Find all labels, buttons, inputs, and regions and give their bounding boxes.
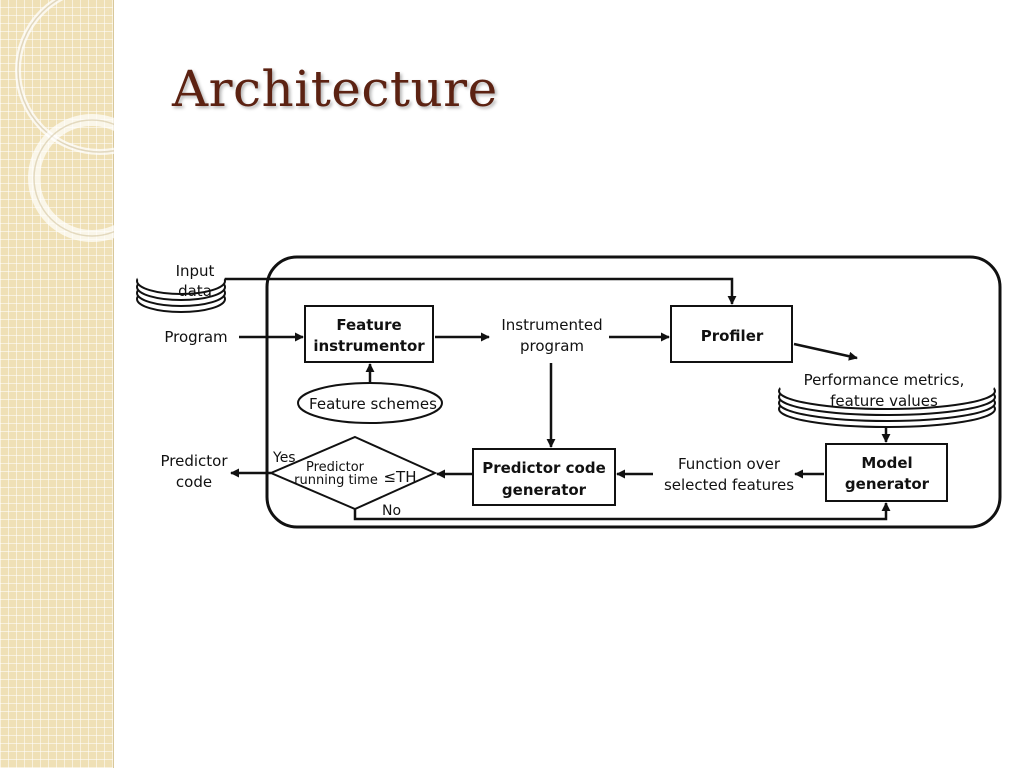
performance-metrics-label-2: feature values bbox=[830, 392, 938, 410]
predictor-code-label-1: Predictor bbox=[160, 452, 228, 470]
architecture-diagram: Input data Program Feature instrumentor … bbox=[136, 255, 1002, 529]
profiler-label: Profiler bbox=[701, 327, 764, 345]
decision-label-1: Predictor bbox=[306, 460, 365, 475]
yes-label: Yes bbox=[272, 450, 296, 466]
function-over-features-label-2: selected features bbox=[664, 476, 794, 494]
feature-instrumentor-box bbox=[304, 305, 434, 363]
predictor-code-generator-box bbox=[472, 448, 616, 506]
decision-threshold-label: ≤TH bbox=[383, 468, 416, 486]
performance-metrics-label-1: Performance metrics, bbox=[804, 371, 965, 389]
predictor-code-generator-label-2: generator bbox=[502, 481, 587, 499]
input-data-store bbox=[136, 265, 226, 313]
feature-schemes-label: Feature schemes bbox=[309, 395, 437, 413]
instrumented-program-label-2: program bbox=[520, 337, 584, 355]
system-boundary bbox=[265, 255, 1002, 529]
arrow-profiler-to-metrics bbox=[793, 342, 858, 361]
arrow-input-to-profiler bbox=[225, 277, 737, 305]
function-over-features-label-1: Function over bbox=[678, 455, 781, 473]
program-label: Program bbox=[164, 328, 227, 346]
predictor-code-label-2: code bbox=[176, 473, 212, 491]
profiler-box bbox=[670, 305, 793, 363]
no-label: No bbox=[382, 503, 401, 519]
model-generator-label-1: Model bbox=[861, 454, 912, 472]
sidebar-decoration bbox=[0, 0, 114, 768]
input-data-label-1: Input bbox=[176, 262, 215, 280]
performance-metrics-store bbox=[778, 370, 996, 428]
predictor-code-generator-label-1: Predictor code bbox=[482, 459, 606, 477]
arrow-no-to-model bbox=[353, 502, 891, 521]
model-generator-box bbox=[825, 443, 948, 502]
decision-label-2: running time bbox=[294, 473, 378, 488]
decorative-rings bbox=[15, 0, 114, 242]
flow-arrows bbox=[225, 277, 891, 521]
input-data-label-2: data bbox=[178, 282, 212, 300]
slide-title: Architecture bbox=[172, 60, 498, 118]
instrumented-program-label-1: Instrumented bbox=[501, 316, 602, 334]
model-generator-label-2: generator bbox=[845, 475, 930, 493]
feature-instrumentor-label-2: instrumentor bbox=[313, 337, 425, 355]
feature-instrumentor-label-1: Feature bbox=[336, 316, 401, 334]
